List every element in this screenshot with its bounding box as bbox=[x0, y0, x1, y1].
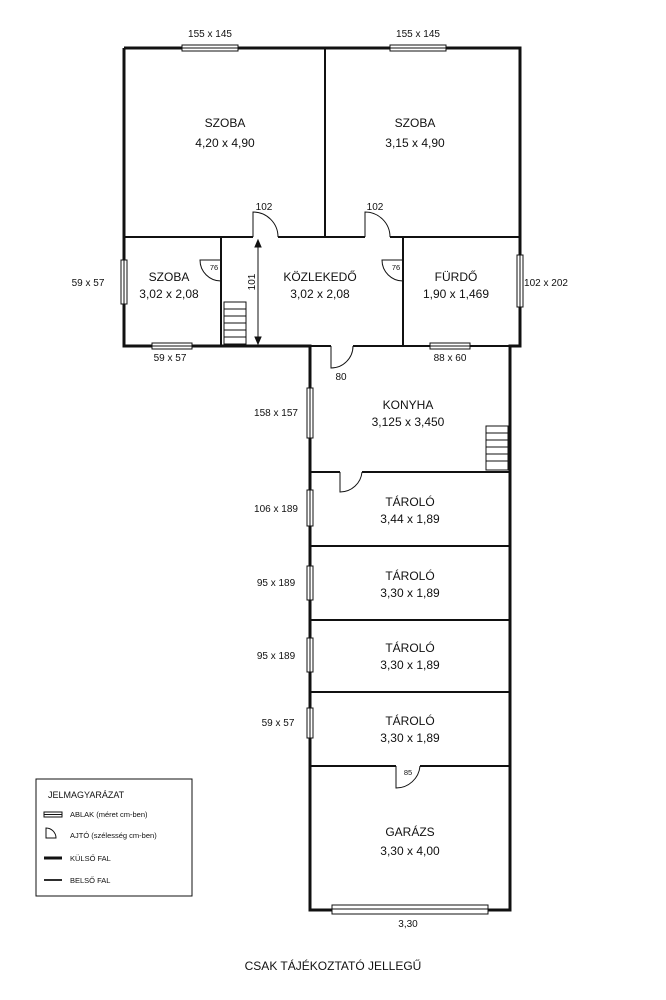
room-dim-furdo: 1,90 x 1,469 bbox=[423, 287, 489, 301]
corridor-width-label: 101 bbox=[247, 273, 258, 290]
door-szoba-small bbox=[199, 259, 222, 282]
room-dim-taroló-2: 3,30 x 1,89 bbox=[380, 586, 440, 600]
legend-door-icon bbox=[45, 827, 57, 839]
disclaimer-note: CSAK TÁJÉKOZTATÓ JELLEGŰ bbox=[245, 958, 422, 973]
room-name-szoba-right: SZOBA bbox=[395, 116, 436, 130]
window-label-taroló-1: 106 x 189 bbox=[254, 504, 298, 515]
window-label-taroló-4: 59 x 57 bbox=[262, 718, 295, 729]
window-label-bottom-szoba: 59 x 57 bbox=[154, 353, 187, 364]
room-dim-szoba-small: 3,02 x 2,08 bbox=[139, 287, 199, 301]
door-taroló-konyha bbox=[339, 471, 363, 493]
room-name-garazs: GARÁZS bbox=[385, 824, 434, 839]
windows bbox=[120, 44, 524, 915]
room-name-taroló-1: TÁROLÓ bbox=[385, 494, 434, 509]
legend: JELMAGYARÁZAT ABLAK (méret cm-ben) AJTÓ … bbox=[35, 778, 193, 897]
door-szoba-left bbox=[252, 211, 279, 238]
room-dim-taroló-1: 3,44 x 1,89 bbox=[380, 512, 440, 526]
legend-door-label: AJTÓ (szélesség cm-ben) bbox=[70, 831, 157, 840]
room-dim-konyha: 3,125 x 3,450 bbox=[372, 415, 445, 429]
door-label-szoba-small: 76 bbox=[210, 263, 218, 272]
legend-exterior-wall-label: KÜLSŐ FAL bbox=[70, 854, 111, 863]
legend-window-label: ABLAK (méret cm-ben) bbox=[70, 810, 148, 819]
window-label-taroló-2: 95 x 189 bbox=[257, 578, 296, 589]
room-name-szoba-left: SZOBA bbox=[205, 116, 246, 130]
room-name-taroló-3: TÁROLÓ bbox=[385, 640, 434, 655]
window-label-taroló-3: 95 x 189 bbox=[257, 651, 296, 662]
room-dim-garazs: 3,30 x 4,00 bbox=[380, 844, 440, 858]
room-dim-szoba-right: 3,15 x 4,90 bbox=[385, 136, 445, 150]
room-dim-taroló-4: 3,30 x 1,89 bbox=[380, 731, 440, 745]
door-label-szoba-right: 102 bbox=[367, 202, 384, 213]
window-label-furdo-bottom: 88 x 60 bbox=[434, 353, 467, 364]
window-label-garazs-bottom: 3,30 bbox=[398, 919, 418, 930]
door-label-konyha: 80 bbox=[335, 372, 347, 383]
corridor-dimension bbox=[254, 238, 262, 346]
door-furdo bbox=[381, 259, 404, 282]
room-dim-taroló-3: 3,30 x 1,89 bbox=[380, 658, 440, 672]
doors bbox=[199, 211, 421, 789]
window-label-konyha: 158 x 157 bbox=[254, 408, 298, 419]
door-label-garazs: 85 bbox=[404, 768, 412, 777]
window-label-top-right: 155 x 145 bbox=[396, 29, 440, 40]
room-name-taroló-2: TÁROLÓ bbox=[385, 568, 434, 583]
room-name-kozlekedo: KÖZLEKEDŐ bbox=[283, 269, 356, 284]
window-label-left-szoba: 59 x 57 bbox=[72, 278, 105, 289]
legend-title: JELMAGYARÁZAT bbox=[48, 790, 125, 800]
legend-window-icon bbox=[43, 811, 63, 818]
room-name-szoba-small: SZOBA bbox=[149, 270, 190, 284]
room-name-konyha: KONYHA bbox=[383, 398, 434, 412]
door-label-furdo: 76 bbox=[392, 263, 400, 272]
interior-walls bbox=[124, 48, 520, 767]
room-name-taroló-4: TÁROLÓ bbox=[385, 713, 434, 728]
room-dim-szoba-left: 4,20 x 4,90 bbox=[195, 136, 255, 150]
door-konyha bbox=[330, 345, 354, 369]
legend-interior-wall-label: BELSŐ FAL bbox=[70, 876, 110, 885]
door-garazs bbox=[395, 765, 421, 789]
stairs-left bbox=[223, 301, 247, 345]
window-label-top-left: 155 x 145 bbox=[188, 29, 232, 40]
door-label-szoba-left: 102 bbox=[256, 202, 273, 213]
room-name-furdo: FÜRDŐ bbox=[435, 269, 478, 284]
stairs-konyha bbox=[485, 425, 509, 471]
door-szoba-right bbox=[364, 211, 391, 238]
window-label-furdo-right: 102 x 202 bbox=[524, 278, 568, 289]
room-dim-kozlekedo: 3,02 x 2,08 bbox=[290, 287, 350, 301]
